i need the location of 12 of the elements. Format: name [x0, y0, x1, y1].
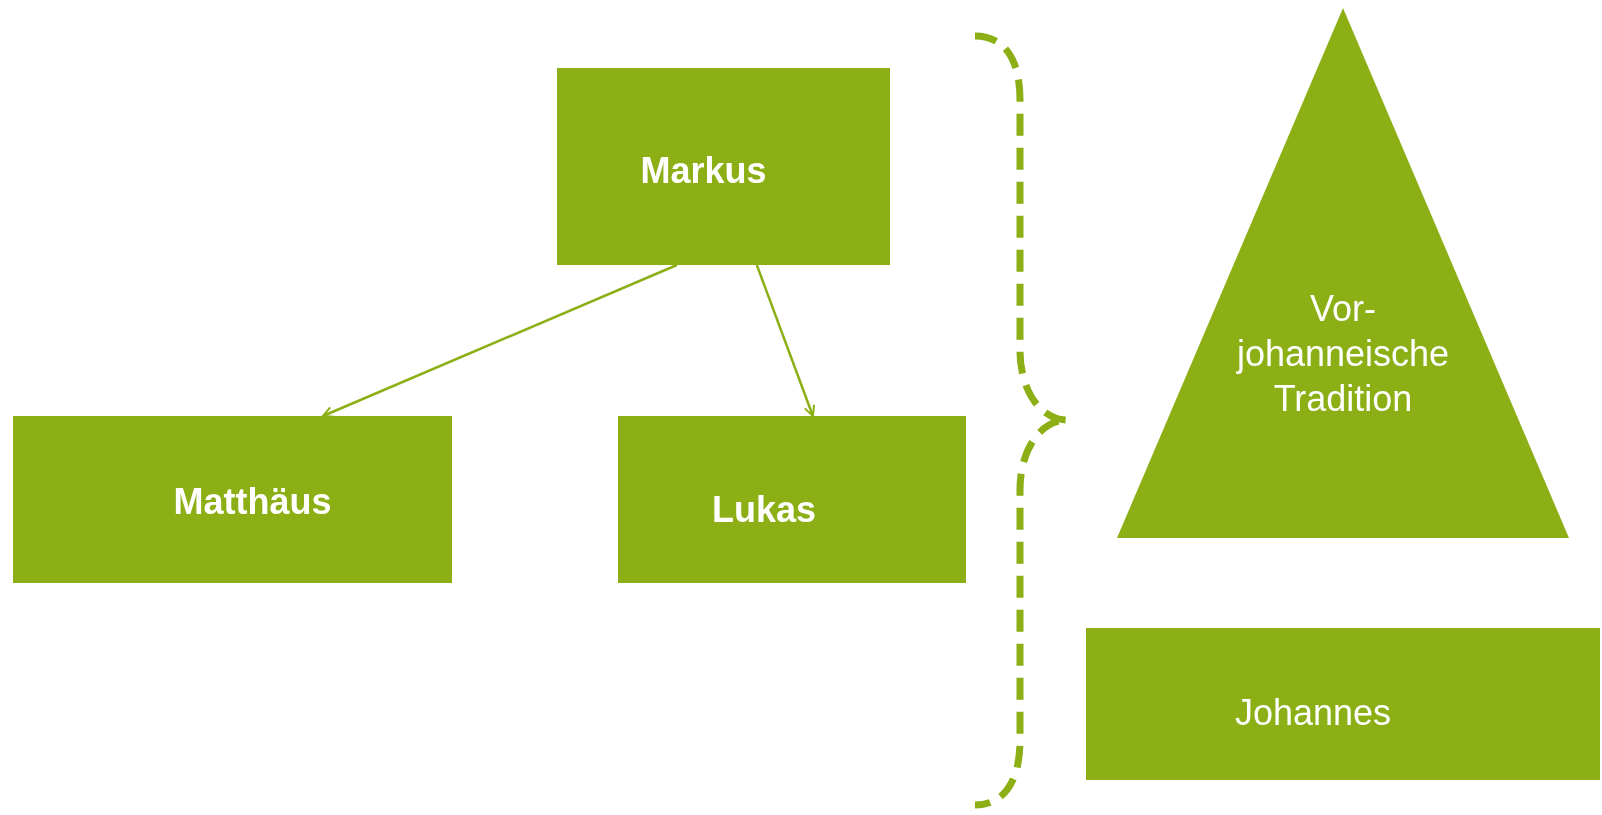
node-label: Vor- johanneische Tradition [1235, 286, 1451, 421]
box [1086, 628, 1600, 780]
triangle-shape [1117, 8, 1569, 538]
node-label: Markus [640, 149, 767, 193]
box [13, 416, 452, 583]
node-label: Johannes [1234, 690, 1392, 735]
arrow [755, 264, 816, 417]
node-label: Lukas [711, 488, 816, 532]
node-label: Matthäus [173, 480, 332, 524]
box [557, 68, 890, 265]
arrow [321, 263, 678, 418]
box [618, 416, 966, 583]
